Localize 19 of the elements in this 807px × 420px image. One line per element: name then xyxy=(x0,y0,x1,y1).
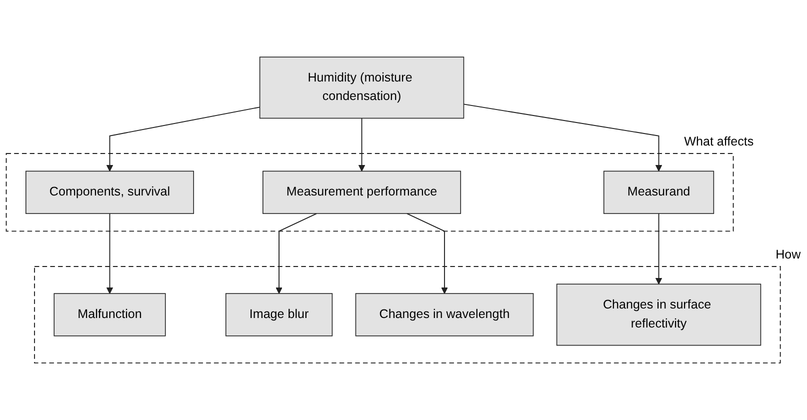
cluster xyxy=(6,153,734,232)
arrow xyxy=(655,213,662,284)
node-box: Malfunction xyxy=(54,293,166,336)
node-box: Changes in wavelength xyxy=(355,293,534,336)
arrow xyxy=(406,213,448,294)
arrow xyxy=(276,213,318,294)
node-label: How xyxy=(776,248,801,262)
node-box: Components, survival xyxy=(26,170,194,214)
cluster xyxy=(34,266,781,364)
arrow xyxy=(358,118,366,172)
node-box: Humidity (moisture condensation) xyxy=(259,56,464,119)
arrow xyxy=(106,213,114,294)
node-box: Measurand xyxy=(603,170,714,214)
arrow xyxy=(106,106,260,172)
node-box: Changes in surface reflectivity xyxy=(556,284,762,346)
node-label: What affects xyxy=(684,135,754,149)
node-box: Image blur xyxy=(225,293,333,336)
node-box: Measurement performance xyxy=(262,170,462,214)
arrow xyxy=(463,104,662,172)
